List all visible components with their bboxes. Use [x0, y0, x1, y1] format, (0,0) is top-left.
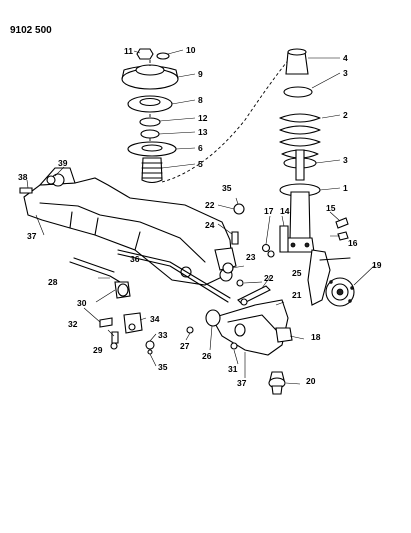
callout-34: 34 [150, 314, 160, 324]
callout-labels: 11 10 9 8 12 13 6 5 4 3 2 3 1 15 16 14 1… [18, 45, 382, 388]
callout-28: 28 [48, 277, 58, 287]
front-crossmember [23, 167, 237, 286]
jounce-bumper [141, 157, 163, 184]
crossmember-frame [23, 177, 233, 286]
callout-8: 8 [198, 95, 203, 105]
upper-spring-isolator [283, 86, 313, 98]
clamp-washer [145, 340, 155, 350]
callout-21: 21 [292, 290, 302, 300]
bushing-washer [236, 279, 244, 287]
control-arm-bolt-upper [233, 203, 245, 215]
crossmember-bolt [19, 187, 33, 194]
callout-38: 38 [18, 172, 28, 182]
callout-32: 32 [68, 319, 78, 329]
callout-22-lower: 22 [264, 273, 274, 283]
callout-4: 4 [343, 53, 348, 63]
stabilizer-clamp [123, 312, 143, 334]
stabilizer-bar-left [69, 261, 121, 283]
bracket-bolt [99, 317, 113, 328]
callout-20: 20 [306, 376, 316, 386]
strut-mount-stack [121, 48, 179, 184]
callout-25: 25 [292, 268, 302, 278]
callout-35-upper: 35 [222, 183, 232, 193]
callout-6: 6 [198, 143, 203, 153]
callout-9: 9 [198, 69, 203, 79]
callout-10: 10 [186, 45, 196, 55]
callout-36: 36 [130, 254, 140, 264]
strut-body [289, 191, 311, 241]
small-nut [261, 243, 271, 253]
stabilizer-bar [117, 249, 231, 299]
cam-bolt-bracket [279, 225, 289, 253]
callout-24: 24 [205, 220, 215, 230]
clamp-nut [110, 342, 118, 350]
steering-knuckle [307, 249, 331, 306]
callout-26: 26 [202, 351, 212, 361]
callout-23: 23 [246, 252, 256, 262]
strut-clevis [285, 237, 315, 253]
callout-2: 2 [343, 110, 348, 120]
spring-seat [127, 141, 177, 157]
top-washer [156, 52, 170, 60]
assembly-path-line [161, 57, 291, 183]
callout-22-upper: 22 [205, 200, 215, 210]
control-arm-bolt [231, 231, 239, 245]
callout-35-lower: 35 [158, 362, 168, 372]
strut-nut [136, 48, 154, 60]
arm-bolt-washer [186, 326, 194, 334]
callout-1: 1 [343, 183, 348, 193]
callout-30: 30 [77, 298, 87, 308]
arm-rear-bushing [234, 323, 246, 337]
arm-front-bushing [205, 309, 221, 327]
callout-5: 5 [198, 159, 203, 169]
callout-11: 11 [124, 46, 133, 56]
callout-29: 29 [93, 345, 103, 355]
leader-lines [26, 49, 376, 385]
callout-27: 27 [180, 341, 190, 351]
callout-37-lower: 37 [237, 378, 247, 388]
callout-3-upper: 3 [343, 68, 348, 78]
callout-3-lower: 3 [343, 155, 348, 165]
strut-assembly [279, 48, 321, 253]
callout-31: 31 [228, 364, 238, 374]
callout-15: 15 [326, 203, 336, 213]
callout-33: 33 [158, 330, 168, 340]
strut-to-knuckle-bolts [335, 217, 349, 241]
steering-knuckle-hub [307, 249, 355, 307]
arm-nut [230, 342, 238, 350]
crossmember-isolator [46, 175, 56, 185]
knuckle-nut [337, 231, 349, 241]
clamp-bolt [111, 331, 119, 344]
arm-pivot-bushing [222, 262, 234, 274]
diagram-code: 9102 500 [10, 25, 52, 36]
coil-spring [279, 113, 321, 159]
knuckle-bolt [335, 217, 349, 229]
callout-16: 16 [348, 238, 358, 248]
callout-17: 17 [264, 206, 274, 216]
callout-13: 13 [198, 127, 208, 137]
ball-joint-housing [275, 327, 293, 343]
callout-12: 12 [198, 113, 208, 123]
callout-37-left: 37 [27, 231, 37, 241]
thrust-bearing [140, 129, 160, 139]
ball-joint [268, 371, 286, 395]
callout-14: 14 [280, 206, 290, 216]
callout-19: 19 [372, 260, 382, 270]
lower-control-arm [211, 299, 289, 356]
callout-18: 18 [311, 332, 321, 342]
spacer-washer [139, 117, 161, 127]
callout-39: 39 [58, 158, 68, 168]
